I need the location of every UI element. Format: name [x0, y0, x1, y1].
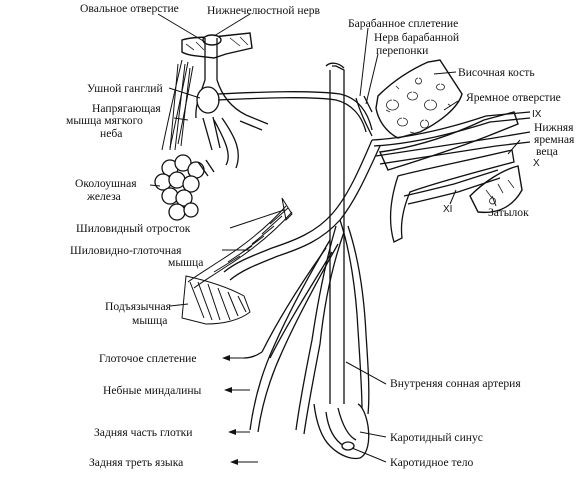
arrow-head-posterior-pharynx [228, 429, 236, 435]
label-parotid-line2: железа [86, 190, 121, 203]
otic-ganglion-shape [196, 86, 220, 114]
leader-tensor-veli [173, 117, 189, 121]
parotid-branch [197, 159, 215, 177]
jugular-foramen-bone [378, 111, 519, 171]
carotid-sinus-drawing [313, 403, 370, 460]
arrow-head-tongue [230, 459, 238, 465]
label-jugular-foramen: Яремное отверстие [466, 91, 561, 104]
temporal-bone-drawing [375, 59, 463, 139]
label-pharyngeal-plexus: Глоточое сплетение [99, 352, 197, 365]
label-oval-foramen: Овальное отверстие [80, 2, 179, 15]
parotid-gland-drawing [154, 154, 205, 221]
leader-carotid-body [351, 447, 387, 463]
leader-mandibular-nerve [213, 13, 251, 37]
oval-foramen-shape [202, 34, 222, 46]
label-tympanic-nerve-line2: перепонки [376, 44, 428, 57]
leader-hyoglossus [169, 303, 189, 307]
tensor-veli-palatini-drawing [161, 59, 194, 151]
label-tensor-veli-line2: мышца мягкого [66, 114, 143, 127]
label-ijv-line3: веца [536, 145, 558, 158]
label-posterior-pharynx: Задняя часть глотки [94, 426, 193, 439]
labels: Овальное отверстие Нижнечелюстной нерв Б… [66, 2, 575, 469]
leader-parotid [149, 184, 161, 187]
leader-styloid [229, 209, 285, 229]
label-stylopharyngeus-line2: мышца [168, 256, 203, 269]
mandibular-nerve-drawing [195, 38, 269, 169]
leader-temporal-bone [433, 71, 457, 75]
label-ijv-line2: яремная [534, 133, 575, 146]
leader-jugular-vein [507, 139, 521, 155]
label-tensor-veli-line3: неба [100, 127, 122, 140]
leader-tympanic-membrane-nerve [365, 53, 379, 105]
leader-xi [449, 189, 457, 205]
leader-otic-ganglion [168, 87, 201, 99]
internal-jugular-vein [389, 149, 515, 243]
leader-carotid-sinus [359, 431, 387, 438]
label-nerve-x: X [533, 158, 540, 169]
label-nerve-ix: IX [532, 109, 542, 120]
tympanic-nerve [355, 97, 373, 137]
label-otic-ganglion: Ушной ганглий [87, 82, 163, 95]
leader-occipital [491, 195, 497, 207]
lesser-petrosal-nerve-2 [217, 97, 367, 133]
label-palatine-tonsils: Небные миндалины [103, 384, 202, 397]
label-stylopharyngeus-line1: Шиловидно-глоточная [70, 244, 182, 257]
internal-carotid-artery [325, 62, 345, 404]
anatomy-drawing [154, 32, 531, 460]
label-mandibular-nerve: Нижнечелюстной нерв [207, 4, 321, 17]
label-carotid-sinus: Каротидный синус [390, 431, 483, 444]
arrow-head-tonsils [224, 387, 232, 393]
hyoglossus-drawing [181, 275, 251, 325]
label-occipital: Затылок [488, 206, 529, 219]
glossopharyngeal-trunk [223, 139, 381, 435]
lesser-petrosal-nerve [217, 91, 373, 131]
tympanic-twig [363, 95, 373, 113]
leader-lines [149, 13, 521, 465]
label-internal-carotid: Внутреняя сонная артерия [390, 377, 521, 390]
cranial-nerve-roots [371, 111, 531, 205]
leader-oval-foramen [157, 13, 206, 43]
label-temporal-bone: Височная кость [458, 66, 535, 79]
label-tensor-veli-line1: Напрягающая [92, 102, 161, 115]
label-hyoglossus-line1: Подъязычная [105, 300, 172, 313]
label-tympanic-plexus: Барабанное сплетение [348, 17, 458, 30]
stylopharyngeus-drawing [187, 197, 293, 289]
label-ijv-line1: Нижняя [534, 121, 574, 134]
label-hyoglossus-line2: мышца [132, 314, 167, 327]
label-carotid-body: Каротидное тело [390, 456, 474, 469]
leader-carotid-artery [345, 361, 387, 385]
label-styloid: Шиловидный отросток [76, 222, 191, 235]
arrow-head-pharyngeal-plexus [222, 355, 230, 361]
leader-jugular-foramen [443, 100, 459, 111]
carotid-body-shape [341, 441, 355, 451]
label-parotid-line1: Околоушная [75, 177, 137, 190]
leader-tympanic-plexus [359, 27, 369, 97]
label-tympanic-nerve-line1: Нерв барабанной [374, 31, 459, 44]
label-posterior-tongue: Задняя треть языка [89, 456, 183, 469]
label-nerve-xi: XI [443, 204, 452, 215]
occipital-hatch [485, 179, 515, 205]
